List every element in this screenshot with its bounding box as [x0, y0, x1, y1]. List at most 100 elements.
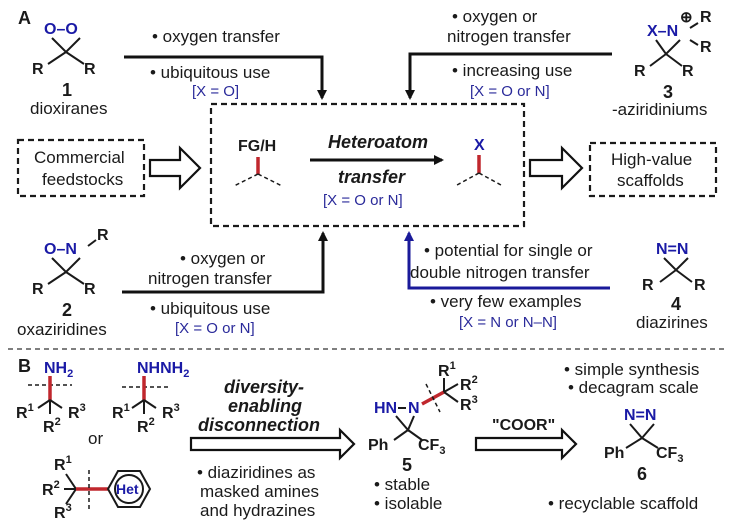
commercial-feedstocks-box	[16, 138, 146, 198]
dioxirane-ring-atoms: O–O	[44, 21, 78, 38]
compound-3-name: -aziridiniums	[612, 100, 707, 119]
het-r1-sup: 1	[66, 454, 72, 466]
svg-text:NHNH2: NHNH2	[137, 360, 189, 380]
diazirine-route-arrow	[404, 231, 610, 290]
compound-4-name: diazirines	[636, 313, 708, 332]
panel-a-label: A	[18, 8, 31, 28]
reactant-label: FG/H	[238, 138, 276, 155]
transform-line-1: Heteroatom	[328, 132, 428, 152]
note-line-2: masked amines	[200, 482, 319, 501]
oxaziridine-n-r: R	[97, 227, 109, 244]
oxaziridine-route-top-1: • oxygen or	[180, 249, 266, 268]
c5-bullet-stable: • stable	[374, 475, 430, 494]
c6-cf3-sub: 3	[677, 453, 683, 465]
positive-charge-icon: ⊕	[680, 9, 693, 26]
aziridinium-r-left: R	[634, 63, 646, 80]
compound-4-number: 4	[671, 294, 681, 314]
heteroatom-transfer-box	[209, 102, 526, 228]
end-line-1: High-value	[611, 150, 692, 169]
oxaziridine-ring-atoms: O–N	[44, 241, 77, 258]
svg-text:CF3: CF3	[418, 437, 445, 457]
dioxirane-route-top: • oxygen transfer	[152, 27, 280, 46]
amine-r1-sup: 1	[28, 402, 34, 414]
c5-ring-right: N	[408, 400, 420, 417]
reactant-skeleton	[233, 173, 283, 187]
dioxirane-structure: O–O R R 1 dioxiranes	[30, 21, 108, 118]
trifluoromethyl-diazirine-structure: N=N Ph CF3 6	[604, 407, 683, 484]
hydrazine-r1-sup: 1	[124, 402, 130, 414]
end-line-2: scaffolds	[617, 171, 684, 190]
c5-bullet-isolable: • isolable	[374, 494, 442, 513]
product-label: X	[474, 137, 485, 154]
oxaziridine-route-top-2: nitrogen transfer	[148, 269, 272, 288]
oxaziridine-r-left: R	[32, 281, 44, 298]
aziridinium-route-x-value: [X = O or N]	[470, 83, 550, 100]
diazirine-route-top-2: double nitrogen transfer	[410, 263, 590, 282]
aziridinium-n-r1: R	[700, 9, 712, 26]
diazirine-r-left: R	[642, 277, 654, 294]
oxaziridine-route-arrow	[122, 231, 328, 294]
c5-cf3: CF	[418, 437, 440, 454]
aziridinium-n-r2: R	[700, 39, 712, 56]
c5-r1-sup: 1	[450, 360, 456, 372]
start-line-2: feedstocks	[42, 170, 123, 189]
c5-cf3-sub: 3	[439, 445, 445, 457]
het-r1: R	[54, 457, 66, 474]
heteroarene-structure: R1 R2 R3 Het	[42, 454, 152, 522]
hydrazine-r2-sup: 2	[149, 416, 155, 428]
amine-r3-sup: 3	[80, 402, 86, 414]
aziridinium-ring-atoms: X–N	[647, 23, 678, 40]
transform-x-value: [X = O or N]	[323, 192, 403, 209]
hydrazine-r3: R	[162, 405, 174, 422]
compound-5-number: 5	[402, 455, 412, 475]
start-line-1: Commercial	[34, 148, 125, 167]
product-skeleton	[456, 172, 502, 186]
diazirine-structure: N=N R R 4 diazirines	[636, 241, 708, 332]
oxaziridine-r-right: R	[84, 281, 96, 298]
dioxirane-r-left: R	[32, 61, 44, 78]
panel-b-label: B	[18, 356, 31, 376]
hydrazine-r3-sup: 3	[174, 402, 180, 414]
svg-text:CF3: CF3	[656, 445, 683, 465]
dioxirane-r-right: R	[84, 61, 96, 78]
diaziridine-structure: HN N R1 R2 R3 Ph CF3 5 • stable • isolab…	[368, 360, 478, 513]
aziridinium-route-top-1: • oxygen or	[452, 7, 538, 26]
het-r3-sup: 3	[66, 502, 72, 514]
c5-r2: R	[460, 377, 472, 394]
het-r2: R	[42, 482, 54, 499]
amine-r2-sup: 2	[55, 416, 61, 428]
amine-r2: R	[43, 419, 55, 436]
diazirine-route-bottom: • very few examples	[430, 292, 581, 311]
reagent-label: "COOR"	[492, 417, 555, 434]
dioxirane-route-arrow	[124, 55, 327, 100]
svg-text:R2: R2	[460, 374, 478, 394]
hydrazine-subscript: 2	[183, 368, 189, 380]
oxaziridine-structure: O–N R R R 2 oxaziridines	[17, 227, 109, 339]
disconnection-line-1: diversity-	[224, 377, 304, 397]
or-text: or	[88, 429, 103, 448]
c5-ring-left: HN	[374, 400, 397, 417]
svg-text:R2: R2	[43, 416, 61, 436]
c6-top-bullet-2: • decagram scale	[568, 378, 699, 397]
c6-ph: Ph	[604, 445, 624, 462]
het-label: Het	[116, 481, 139, 497]
amine-subscript: 2	[67, 368, 73, 380]
c6-bottom-bullet: • recyclable scaffold	[548, 494, 698, 513]
oxaziridine-route-x-value: [X = O or N]	[175, 320, 255, 337]
c5-ph: Ph	[368, 437, 388, 454]
note-line-3: and hydrazines	[200, 501, 315, 520]
diazirine-r-right: R	[694, 277, 706, 294]
het-r3: R	[54, 505, 66, 522]
diazirine-route-x-value: [X = N or N–N]	[459, 314, 557, 331]
hydrazine-r2: R	[137, 419, 149, 436]
het-r2-sup: 2	[54, 479, 60, 491]
compound-2-name: oxaziridines	[17, 320, 107, 339]
aziridinium-route-bottom: • increasing use	[452, 61, 572, 80]
compound-1-number: 1	[62, 80, 72, 100]
aziridinium-route-top-2: nitrogen transfer	[447, 27, 571, 46]
svg-text:R3: R3	[68, 402, 86, 422]
note-line-1: • diaziridines as	[197, 463, 315, 482]
amine-r3: R	[68, 405, 80, 422]
amine-r1: R	[16, 405, 28, 422]
